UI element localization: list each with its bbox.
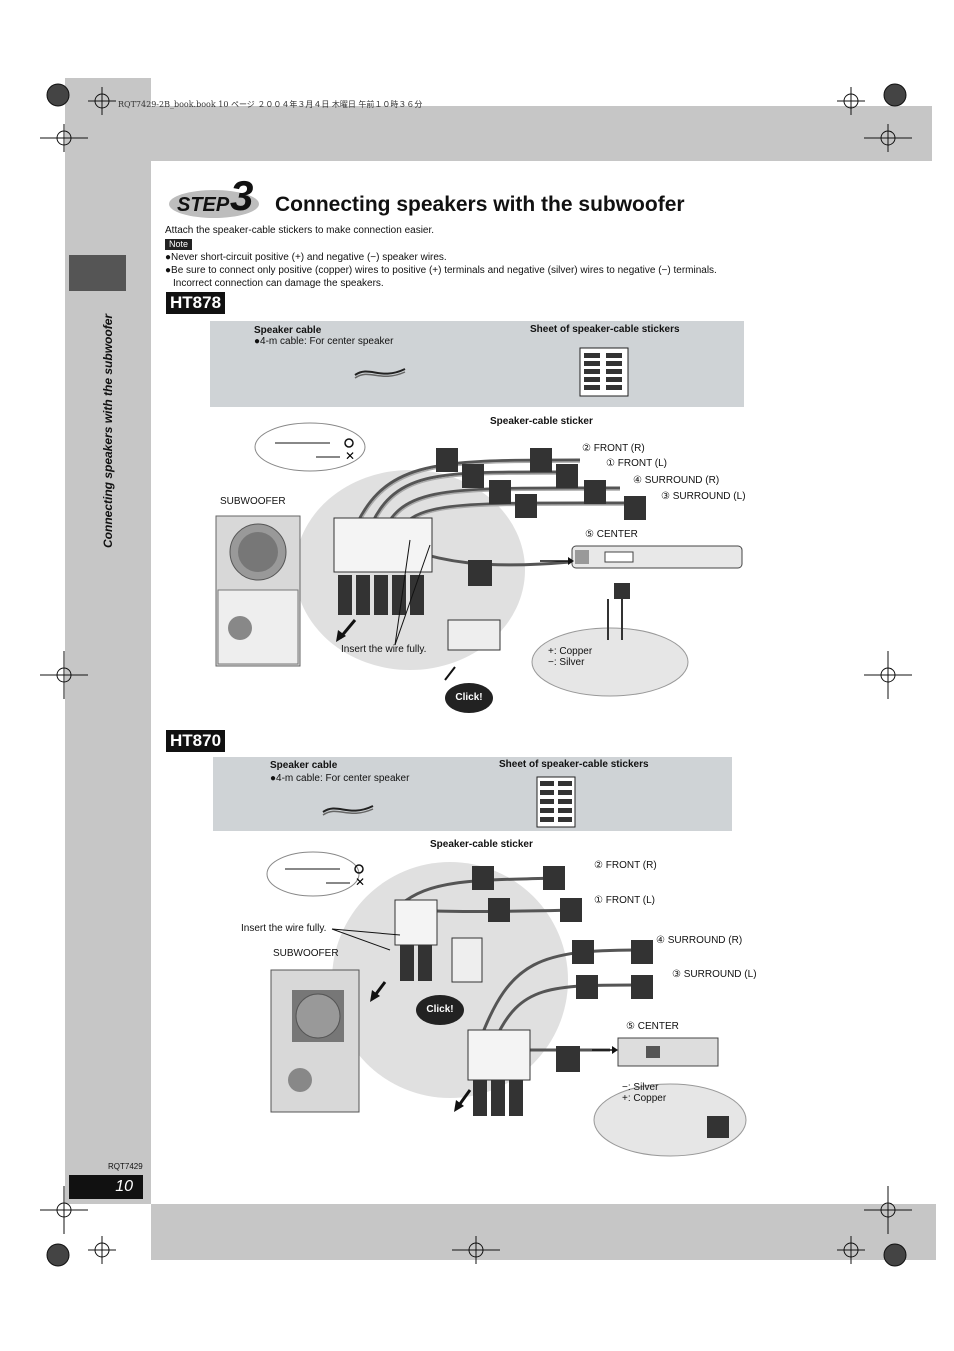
ht870-sticker-label: Speaker-cable sticker [430,839,533,850]
ht870-insert-wire: Insert the wire fully. [241,923,327,934]
step-number: 3 [230,172,254,219]
ht870-center: ⑤ CENTER [626,1021,679,1032]
speaker-cable-label-2: Speaker cable [270,760,338,771]
svg-text:✕: ✕ [345,449,355,463]
ht878-front-r: ② FRONT (R) [582,443,645,454]
sticker-sheet-label-2: Sheet of speaker-cable stickers [499,759,649,770]
model-code: RQT7429 [108,1162,143,1171]
cable-note: ●4-m cable: For center speaker [254,336,394,347]
accessories-box-ht870 [213,757,732,831]
ht878-copper: +: Copper [548,646,593,657]
print-header: RQT7429-2B_book.book 10 ページ ２００４年３月４日 木曜… [118,100,423,109]
ht870-copper: +: Copper [622,1093,667,1104]
step-badge [169,190,259,218]
ht870-click-badge: Click! [416,995,464,1025]
ht870-subwoofer: SUBWOOFER [273,948,339,959]
accessories-box-ht878 [210,321,744,407]
speaker-cable-label: Speaker cable [254,325,322,336]
sticker-sheet-label: Sheet of speaker-cable stickers [530,324,680,335]
model-badge-ht878: HT878 [166,292,226,314]
ht878-sticker-label: Speaker-cable sticker [490,416,593,427]
note-2: ●Be sure to connect only positive (coppe… [165,265,717,276]
page-title: Connecting speakers with the subwoofer [275,193,685,216]
intro-text: Attach the speaker-cable stickers to mak… [165,225,435,236]
ht870-front-l: ① FRONT (L) [594,895,656,906]
ht870-surround-r: ④ SURROUND (R) [656,935,743,946]
sidebar-dark-tab [69,255,126,291]
ht878-click-badge: Click! [445,683,493,713]
ht878-surround-r: ④ SURROUND (R) [633,475,720,486]
top-header-band [151,106,932,161]
model-badge-ht870: HT870 [166,730,226,752]
ht878-insert-wire: Insert the wire fully. [341,644,427,655]
step-word: STEP [177,194,230,216]
ht870-surround-l: ③ SURROUND (L) [672,969,757,980]
ht878-silver: −: Silver [548,657,585,668]
ht878-surround-l: ③ SURROUND (L) [661,491,746,502]
svg-text:✕: ✕ [355,875,365,889]
note-label: Note [165,239,193,250]
speaker-cable-icon [354,368,406,379]
ht870-front-r: ② FRONT (R) [594,860,657,871]
ht878-center: ⑤ CENTER [585,529,638,540]
ht878-subwoofer: SUBWOOFER [220,496,286,507]
cable-note-2: ●4-m cable: For center speaker [270,773,410,784]
note-3: Incorrect connection can damage the spea… [173,278,384,289]
sticker-sheet-icon [579,347,629,397]
sticker-sheet-icon-2 [536,776,576,828]
page-number: 10 [69,1175,143,1199]
ht878-front-l: ① FRONT (L) [606,458,668,469]
bottom-footer-band [151,1204,936,1260]
speaker-cable-icon-2 [322,805,374,816]
note-1: ●Never short-circuit positive (+) and ne… [165,252,447,263]
ht870-silver: −: Silver [622,1082,659,1093]
